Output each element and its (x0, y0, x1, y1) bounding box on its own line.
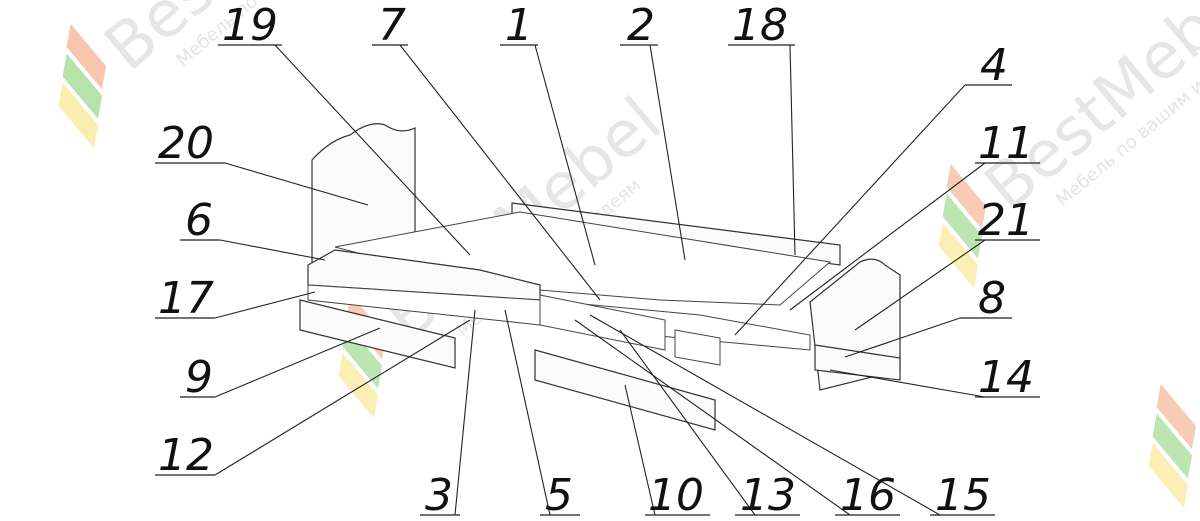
leader-3 (454, 309, 476, 516)
leader-9 (214, 327, 381, 398)
callout-13: 13 (740, 470, 796, 521)
callout-14: 14 (978, 352, 1034, 403)
leader-lines (214, 44, 986, 516)
leader-5 (504, 309, 551, 516)
callout-1: 1 (505, 0, 533, 51)
watermark-logo-right: BestMebel Мебель по вашим идеям (938, 0, 1200, 289)
callout-4: 4 (980, 40, 1008, 91)
callout-17: 17 (158, 273, 214, 324)
callout-11: 11 (978, 118, 1034, 169)
center-drawer-front (534, 349, 716, 431)
leader-6 (219, 239, 326, 261)
callout-10: 10 (648, 470, 704, 521)
callout-21: 21 (978, 195, 1034, 246)
leader-16 (574, 319, 851, 516)
leader-19 (274, 44, 471, 256)
callout-12: 12 (158, 430, 214, 481)
leader-8 (844, 317, 961, 358)
leader-14 (829, 369, 986, 398)
leader-4 (734, 84, 966, 336)
callout-19: 19 (222, 0, 278, 51)
leader-11 (789, 162, 986, 311)
callout-3: 3 (425, 470, 453, 521)
leader-20 (224, 162, 369, 206)
watermark-logo-bottom-right (1148, 383, 1197, 509)
callout-2: 2 (627, 0, 655, 51)
leader-12 (214, 319, 471, 476)
headboard-panel (311, 123, 416, 271)
callout-9: 9 (185, 352, 213, 403)
leader-18 (789, 44, 796, 256)
left-drawer-front (299, 299, 456, 369)
leader-2 (649, 44, 686, 261)
leader-10 (624, 384, 656, 516)
callout-7: 7 (378, 0, 406, 51)
leader-7 (399, 44, 601, 301)
leader-17 (214, 291, 316, 319)
callout-15: 15 (935, 470, 991, 521)
leader-13 (619, 329, 756, 516)
leader-21 (854, 239, 986, 331)
callout-labels: 19 7 1 2 18 4 20 11 6 21 17 8 9 14 12 3 (155, 0, 1040, 521)
callout-18: 18 (732, 0, 788, 51)
callout-16: 16 (840, 470, 896, 521)
callout-5: 5 (545, 470, 573, 521)
callout-8: 8 (978, 273, 1006, 324)
callout-6: 6 (185, 195, 213, 246)
callout-20: 20 (158, 118, 214, 169)
leader-1 (534, 44, 596, 266)
divider-panel (674, 329, 721, 366)
leader-15 (589, 314, 941, 516)
